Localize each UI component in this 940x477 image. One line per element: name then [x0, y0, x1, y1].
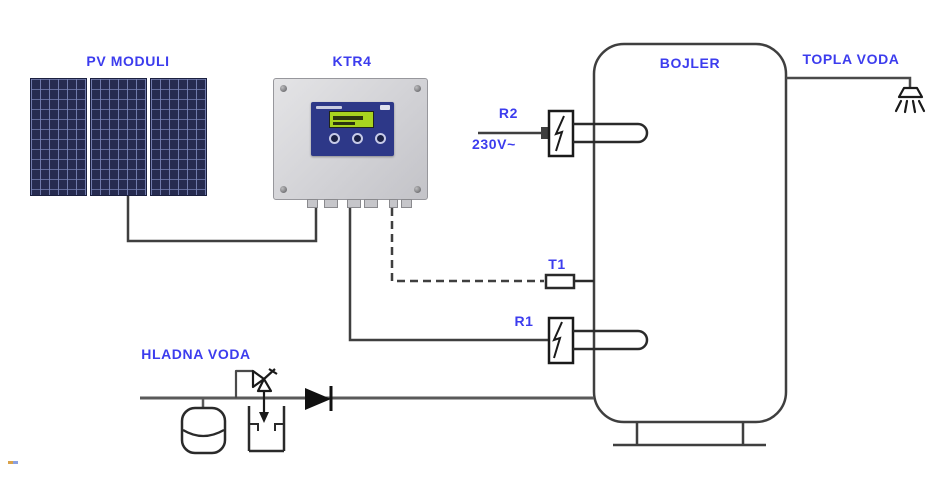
r1-label: R1 [514, 313, 534, 329]
topla-voda-label: TOPLA VODA [802, 51, 900, 67]
r2-heater [478, 109, 649, 158]
safety-valve-icon [234, 368, 278, 423]
r2-voltage-label: 230V~ [472, 136, 516, 152]
cable-gland [307, 199, 318, 208]
cable-gland [324, 199, 338, 208]
r1-heater [348, 208, 649, 365]
boiler-label: BOJLER [659, 55, 721, 71]
r2-label: R2 [498, 105, 518, 121]
logo-mark [380, 105, 390, 110]
hladna-voda-label: HLADNA VODA [141, 346, 251, 362]
screw-icon [414, 186, 421, 193]
hot-water-pipe [786, 76, 912, 88]
controller-button[interactable] [329, 133, 340, 144]
check-valve-icon [305, 386, 333, 411]
boiler-tank [592, 42, 788, 447]
pv-moduli-label: PV MODULI [86, 53, 170, 69]
cable-gland [389, 199, 398, 208]
controller-button[interactable] [352, 133, 363, 144]
t1-sensor [390, 208, 594, 290]
brand-mark [316, 106, 342, 109]
lcd-display [329, 111, 374, 128]
pv-cable [126, 196, 318, 243]
controller-front-panel [311, 102, 394, 156]
pv-module [30, 78, 87, 196]
lightning-bolt-icon [552, 321, 563, 359]
ktr4-label: KTR4 [332, 53, 372, 69]
lcd-text-line [333, 122, 355, 125]
t1-label: T1 [548, 256, 566, 272]
controller-ktr4 [273, 78, 428, 200]
lightning-bolt-icon [554, 115, 565, 152]
cable-gland [347, 199, 361, 208]
page-artifact [8, 461, 18, 464]
controller-button[interactable] [375, 133, 386, 144]
cable-gland [401, 199, 412, 208]
pv-module [90, 78, 147, 196]
pv-module [150, 78, 207, 196]
screw-icon [414, 85, 421, 92]
shower-icon [894, 86, 926, 114]
artifact-mark [13, 461, 18, 464]
drain-funnel-icon [247, 406, 286, 453]
pv-array [30, 78, 207, 196]
cable-gland [364, 199, 378, 208]
screw-icon [280, 85, 287, 92]
screw-icon [280, 186, 287, 193]
artifact-mark [8, 461, 13, 464]
expansion-vessel-icon [180, 398, 227, 455]
lcd-text-line [333, 116, 363, 120]
sensor-capsule-icon [544, 273, 576, 290]
